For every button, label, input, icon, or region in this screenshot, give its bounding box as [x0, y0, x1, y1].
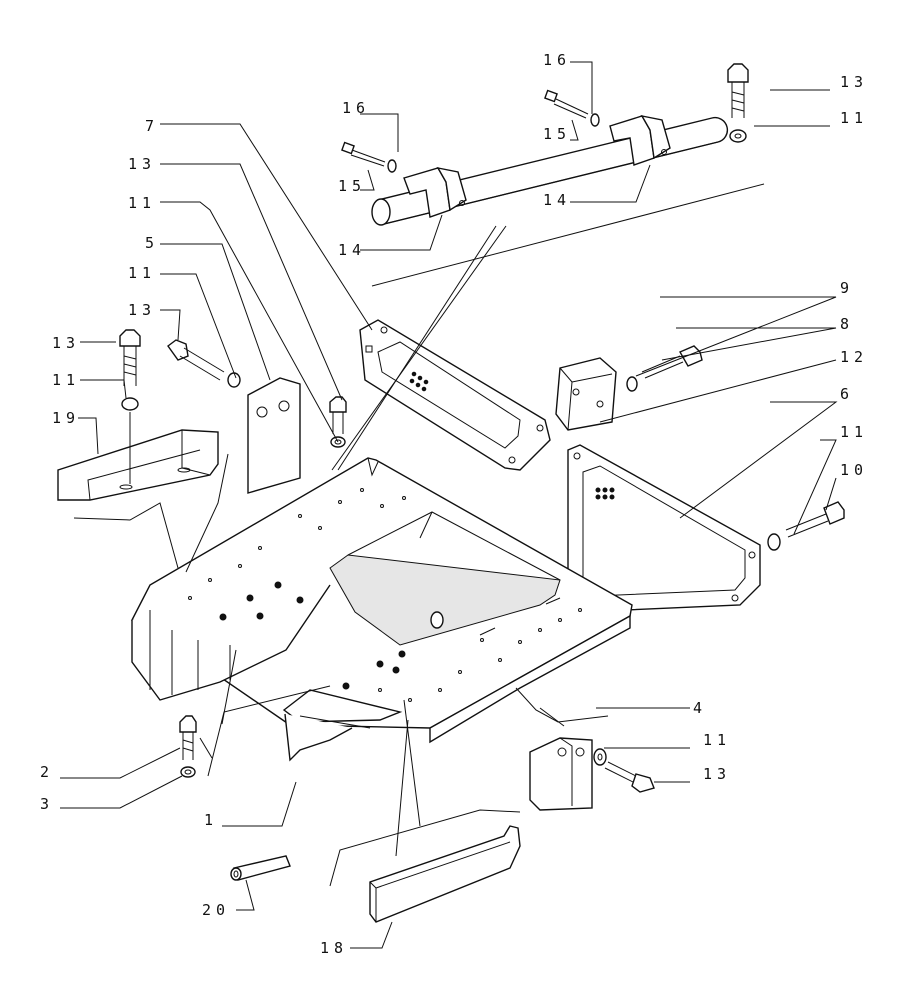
label-9: 9 — [840, 279, 855, 297]
bolt-10 — [767, 501, 845, 551]
label-11-e: 11 — [840, 423, 869, 441]
bracket-left-14 — [403, 167, 467, 218]
label-13-e: 13 — [703, 765, 732, 783]
plate-7 — [359, 319, 551, 471]
label-15-b: 15 — [543, 125, 572, 143]
bolt-13-top-right — [727, 63, 749, 143]
bolt-15-right — [544, 89, 600, 127]
label-13-d: 13 — [840, 73, 869, 91]
label-13-b: 13 — [128, 301, 157, 319]
bracket-4 — [529, 737, 593, 811]
bolt-13-left-diag — [167, 339, 241, 388]
label-13-c: 13 — [52, 334, 81, 352]
label-19: 19 — [52, 409, 81, 427]
block-12 — [555, 357, 617, 431]
label-7: 7 — [145, 117, 160, 135]
label-3: 3 — [40, 795, 55, 813]
plate-18 — [369, 825, 521, 923]
bolt-15-left — [341, 141, 397, 173]
bracket-right-14 — [609, 115, 671, 166]
bolt-13-center — [329, 396, 347, 448]
label-11-d: 11 — [840, 109, 869, 127]
label-10: 10 — [840, 461, 869, 479]
label-13-a: 13 — [128, 155, 157, 173]
label-16-b: 16 — [543, 51, 572, 69]
label-12: 12 — [840, 348, 869, 366]
label-11-b: 11 — [128, 264, 157, 282]
label-14-b: 14 — [543, 191, 572, 209]
bracket-5 — [247, 377, 301, 494]
label-15-a: 15 — [338, 177, 367, 195]
label-14-a: 14 — [338, 241, 367, 259]
label-1: 1 — [204, 811, 219, 829]
platform-1 — [130, 457, 633, 762]
label-16-a: 16 — [342, 99, 371, 117]
label-4: 4 — [693, 699, 708, 717]
label-18: 18 — [320, 939, 349, 957]
label-8: 8 — [840, 315, 855, 333]
guard-19 — [57, 429, 219, 501]
bolt-13-far-left — [119, 329, 141, 484]
pin-20 — [230, 855, 291, 881]
label-2: 2 — [40, 763, 55, 781]
label-11-a: 11 — [128, 194, 157, 212]
label-5: 5 — [145, 234, 160, 252]
label-6: 6 — [840, 385, 855, 403]
bolt-2 — [179, 715, 197, 760]
label-20: 20 — [202, 901, 231, 919]
washer-3 — [180, 766, 196, 778]
bolt-13-bottom — [593, 748, 655, 793]
label-11-c: 11 — [52, 371, 81, 389]
label-11-f: 11 — [703, 731, 732, 749]
bolt-8 — [626, 345, 703, 392]
leader-lines — [60, 61, 838, 949]
